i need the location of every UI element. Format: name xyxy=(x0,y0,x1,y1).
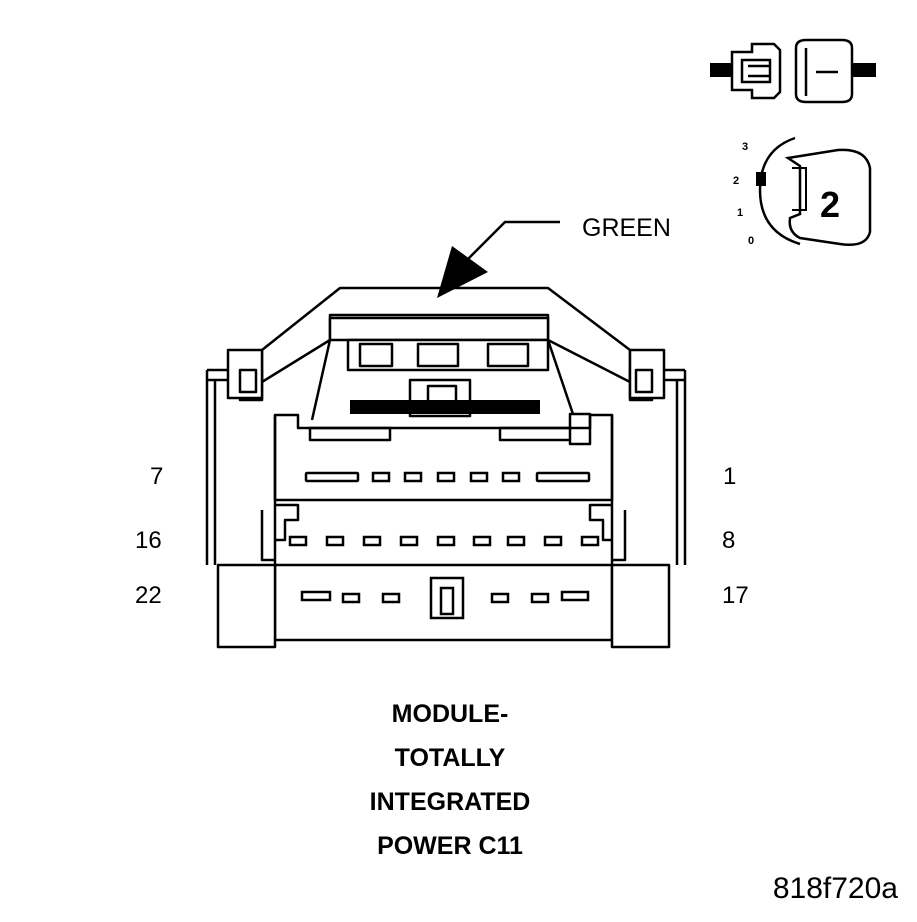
cavity-row1 xyxy=(501,471,521,483)
figure-id: 818f720a xyxy=(773,872,898,905)
caption-line-2: TOTALLY xyxy=(395,744,506,772)
color-label: GREEN xyxy=(582,214,671,242)
cavity-row3 xyxy=(381,592,401,604)
cavity-row1 xyxy=(371,471,391,483)
polarizing-key xyxy=(429,576,465,620)
cavity-row2 xyxy=(362,535,382,547)
cavity-row3 xyxy=(560,590,590,602)
cavity-row2 xyxy=(543,535,563,547)
connector-caption: MODULE- TOTALLY INTEGRATED POWER C11 xyxy=(370,700,531,860)
color-callout: GREEN xyxy=(437,214,671,298)
cavity-row3 xyxy=(530,592,550,604)
connector-body xyxy=(205,286,687,649)
caption-line-1: MODULE- xyxy=(392,700,509,728)
cavity-row1 xyxy=(469,471,489,483)
cavity-row1-long xyxy=(304,471,360,483)
cavity-row2 xyxy=(288,535,308,547)
cavity-row2 xyxy=(580,535,600,547)
pin-label-row2-left: 16 xyxy=(135,527,162,554)
caption-line-3: INTEGRATED xyxy=(370,788,531,816)
connector-mating-icon xyxy=(710,38,876,104)
cavity-row2 xyxy=(436,535,456,547)
cavity-row2 xyxy=(472,535,492,547)
cavity-row3 xyxy=(490,592,510,604)
cavity-row2 xyxy=(506,535,526,547)
view-scale-icon: 3 2 1 0 2 xyxy=(733,136,872,247)
pin-label-row2-right: 8 xyxy=(722,527,735,554)
cavity-row3 xyxy=(341,592,361,604)
cavity-row1 xyxy=(403,471,423,483)
pin-label-row3-right: 17 xyxy=(722,582,749,609)
scale-number-2: 2 xyxy=(733,175,739,187)
cavity-row3 xyxy=(300,590,332,602)
pin-label-row1-right: 1 xyxy=(723,463,736,490)
cavity-row1-long xyxy=(535,471,591,483)
scale-number-3: 3 xyxy=(742,141,748,153)
caption-line-4: POWER C11 xyxy=(377,832,523,860)
scale-number-1: 1 xyxy=(737,207,743,219)
pin-label-row1-left: 7 xyxy=(150,463,163,490)
view-number: 2 xyxy=(820,184,840,225)
pin-labels: 7 1 16 8 22 17 xyxy=(135,463,749,609)
pin-label-row3-left: 22 xyxy=(135,582,162,609)
scale-number-0: 0 xyxy=(748,235,754,247)
cavity-row2 xyxy=(325,535,345,547)
pin-cavities xyxy=(288,471,600,620)
cavity-row1 xyxy=(436,471,456,483)
cavity-row2 xyxy=(399,535,419,547)
